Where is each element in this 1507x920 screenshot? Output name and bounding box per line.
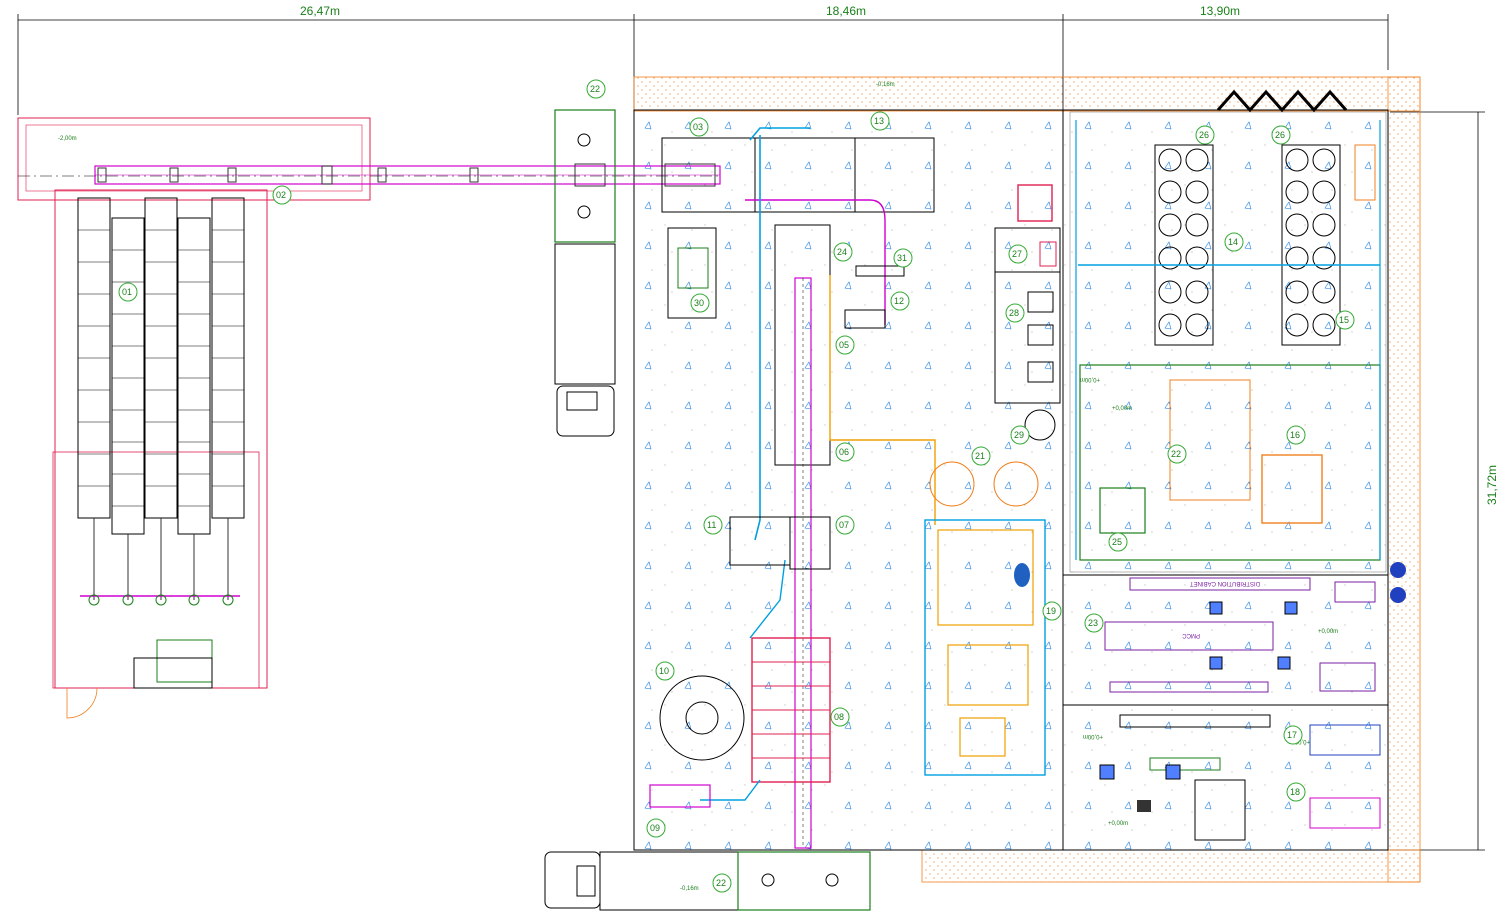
tag-26b: 26 — [1271, 125, 1291, 145]
tag-13: 13 — [870, 111, 890, 131]
svg-text:11: 11 — [707, 520, 716, 530]
tag-09: 09 — [646, 818, 666, 838]
tag-25: 25 — [1108, 532, 1128, 552]
truck-vertical — [554, 109, 616, 437]
svg-text:23: 23 — [1088, 618, 1098, 628]
tag-28: 28 — [1005, 303, 1025, 323]
tag-12: 12 — [890, 291, 910, 311]
tag-31: 31 — [893, 248, 913, 268]
tag-16: 16 — [1286, 425, 1306, 445]
svg-text:24: 24 — [837, 247, 847, 257]
tag-01: 01 — [118, 282, 138, 302]
svg-text:26: 26 — [1275, 130, 1285, 140]
lab-room — [1099, 714, 1381, 841]
dimension-top-middle: 18,46m — [826, 4, 866, 18]
level-left-b: +0,00m — [1083, 733, 1103, 739]
tag-19: 19 — [1042, 601, 1062, 621]
svg-text:29: 29 — [1014, 430, 1024, 440]
svg-text:26: 26 — [1199, 130, 1209, 140]
svg-text:30: 30 — [694, 298, 704, 308]
pmcc-label: PMCC — [1182, 632, 1200, 638]
tag-22c: 22 — [1167, 444, 1187, 464]
piping-right — [1075, 120, 1381, 561]
main-building — [633, 109, 1389, 851]
level-control-room: +0,00m — [1318, 629, 1338, 635]
tag-18: 18 — [1286, 782, 1306, 802]
svg-text:01: 01 — [122, 287, 132, 297]
tag-02: 02 — [272, 185, 292, 205]
svg-text:06: 06 — [839, 447, 849, 457]
svg-text:16: 16 — [1290, 430, 1300, 440]
exterior-hatched-zone — [633, 76, 1421, 883]
svg-text:10: 10 — [659, 666, 669, 676]
svg-text:13: 13 — [874, 116, 884, 126]
dimension-top-left: 26,47m — [300, 4, 340, 18]
tag-21: 21 — [971, 446, 991, 466]
tag-06: 06 — [835, 442, 855, 462]
level-bottom: +0,00m — [1108, 821, 1128, 827]
distribution-cabinet-label: DISTRIBUTION CABINET — [1190, 580, 1260, 586]
silo-area — [17, 117, 721, 719]
tag-24: 24 — [833, 242, 853, 262]
zigzag-element — [1216, 89, 1348, 113]
svg-text:08: 08 — [834, 712, 844, 722]
tag-03: 03 — [689, 117, 709, 137]
tag-30: 30 — [690, 293, 710, 313]
level-silo-area: -2,00m — [58, 136, 77, 142]
level-top-strip: -0,16m — [876, 82, 895, 88]
tag-10: 10 — [655, 661, 675, 681]
tag-07: 07 — [835, 515, 855, 535]
svg-text:05: 05 — [839, 340, 849, 350]
svg-text:17: 17 — [1287, 730, 1297, 740]
skid-19 — [924, 519, 1046, 776]
svg-text:03: 03 — [693, 122, 703, 132]
tag-29: 29 — [1010, 425, 1030, 445]
room-equipment — [929, 184, 1061, 507]
tag-11: 11 — [703, 515, 723, 535]
tag-27: 27 — [1008, 244, 1028, 264]
dimension-top-right: 13,90m — [1200, 4, 1240, 18]
svg-text:31: 31 — [897, 253, 907, 263]
svg-text:22: 22 — [1171, 449, 1181, 459]
svg-text:07: 07 — [839, 520, 849, 530]
svg-text:27: 27 — [1012, 249, 1022, 259]
svg-text:02: 02 — [276, 190, 286, 200]
tag-22b: 22 — [712, 873, 732, 893]
svg-text:28: 28 — [1009, 308, 1019, 318]
control-room — [1104, 562, 1406, 693]
svg-text:22: 22 — [716, 878, 726, 888]
svg-text:19: 19 — [1046, 606, 1056, 616]
tag-23: 23 — [1084, 613, 1104, 633]
process-equipment — [649, 127, 936, 849]
chiller-units — [1154, 144, 1341, 346]
svg-text:12: 12 — [894, 296, 904, 306]
svg-text:15: 15 — [1339, 315, 1349, 325]
tag-14: 14 — [1224, 232, 1244, 252]
tag-17: 17 — [1283, 725, 1303, 745]
svg-text:09: 09 — [650, 823, 660, 833]
tag-22a: 22 — [586, 79, 606, 99]
dimension-right-vertical: 31,72m — [1485, 465, 1499, 505]
level-process-room: +0,00m — [1112, 406, 1132, 412]
level-truck-bay: -0,16m — [680, 886, 699, 892]
svg-text:21: 21 — [975, 451, 985, 461]
level-left-a: +0,00m — [1080, 376, 1100, 382]
tag-08: 08 — [830, 707, 850, 727]
tag-26a: 26 — [1195, 125, 1215, 145]
svg-text:14: 14 — [1228, 237, 1238, 247]
svg-text:22: 22 — [590, 84, 600, 94]
tag-05: 05 — [835, 335, 855, 355]
truck-horizontal — [544, 851, 871, 911]
equipment-tags: 01 02 22 03 13 24 31 30 12 05 06 07 11 1… — [118, 79, 1355, 893]
tag-15: 15 — [1335, 310, 1355, 330]
svg-text:18: 18 — [1290, 787, 1300, 797]
svg-text:25: 25 — [1112, 537, 1122, 547]
